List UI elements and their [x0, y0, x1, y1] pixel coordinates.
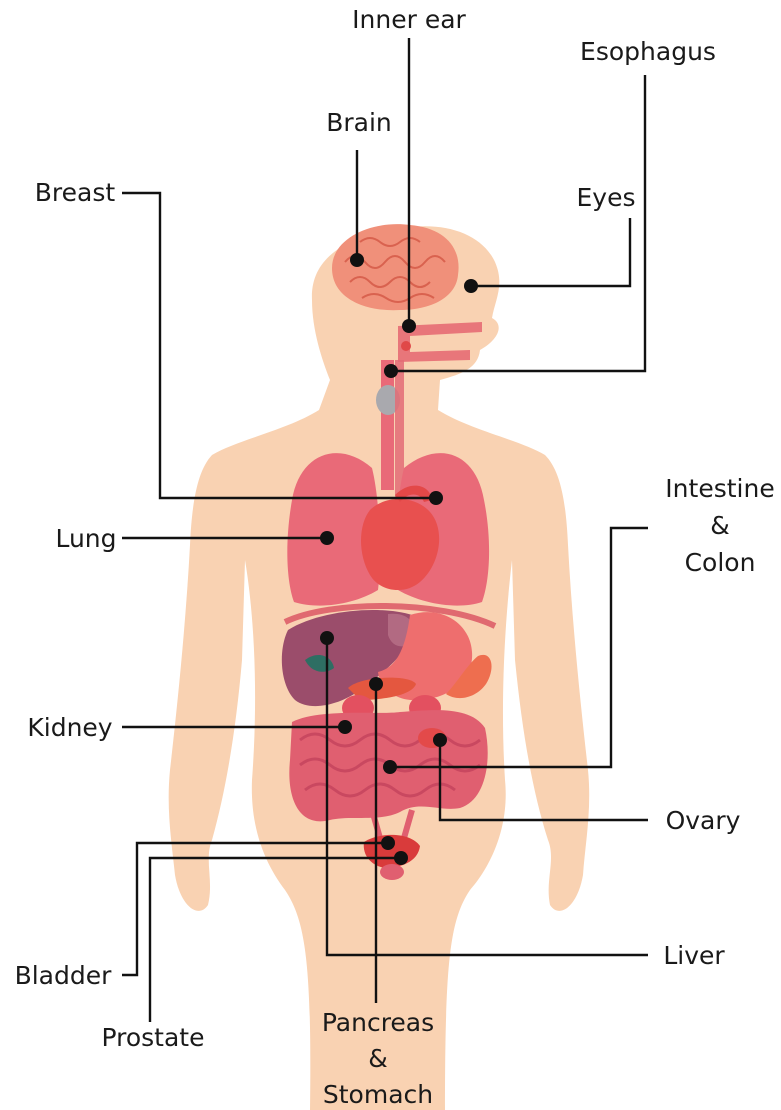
label-colon: Colon	[685, 548, 756, 577]
prostate-organ	[380, 864, 404, 880]
label-eyes: Eyes	[577, 183, 636, 212]
dot-esophagus	[384, 364, 398, 378]
ear-canal-mark	[401, 341, 411, 351]
label-brain: Brain	[326, 108, 392, 137]
dot-breast	[429, 491, 443, 505]
dot-inner-ear	[402, 319, 416, 333]
dot-lung	[320, 531, 334, 545]
dot-prostate	[394, 851, 408, 865]
dot-liver	[320, 631, 334, 645]
label-kidney: Kidney	[27, 713, 112, 742]
label-intestine-amp: &	[710, 511, 730, 540]
dot-eyes	[464, 279, 478, 293]
label-prostate: Prostate	[102, 1023, 205, 1052]
label-ovary: Ovary	[666, 806, 741, 835]
dot-ovary	[433, 733, 447, 747]
label-esophagus: Esophagus	[580, 37, 716, 66]
trachea	[381, 360, 394, 490]
label-lung: Lung	[55, 524, 116, 553]
label-breast: Breast	[35, 178, 116, 207]
label-inner-ear: Inner ear	[352, 5, 466, 34]
label-intestine: Intestine	[665, 474, 774, 503]
label-liver: Liver	[663, 941, 725, 970]
dot-brain	[350, 253, 364, 267]
label-stomach: Stomach	[323, 1080, 433, 1109]
label-bladder: Bladder	[15, 961, 113, 990]
dot-intestine	[383, 760, 397, 774]
dot-pancreas	[369, 677, 383, 691]
dot-kidney	[338, 720, 352, 734]
label-pancreas-amp: &	[368, 1044, 388, 1073]
label-pancreas: Pancreas	[322, 1008, 434, 1037]
dot-bladder	[381, 836, 395, 850]
brain-organ	[332, 224, 459, 310]
